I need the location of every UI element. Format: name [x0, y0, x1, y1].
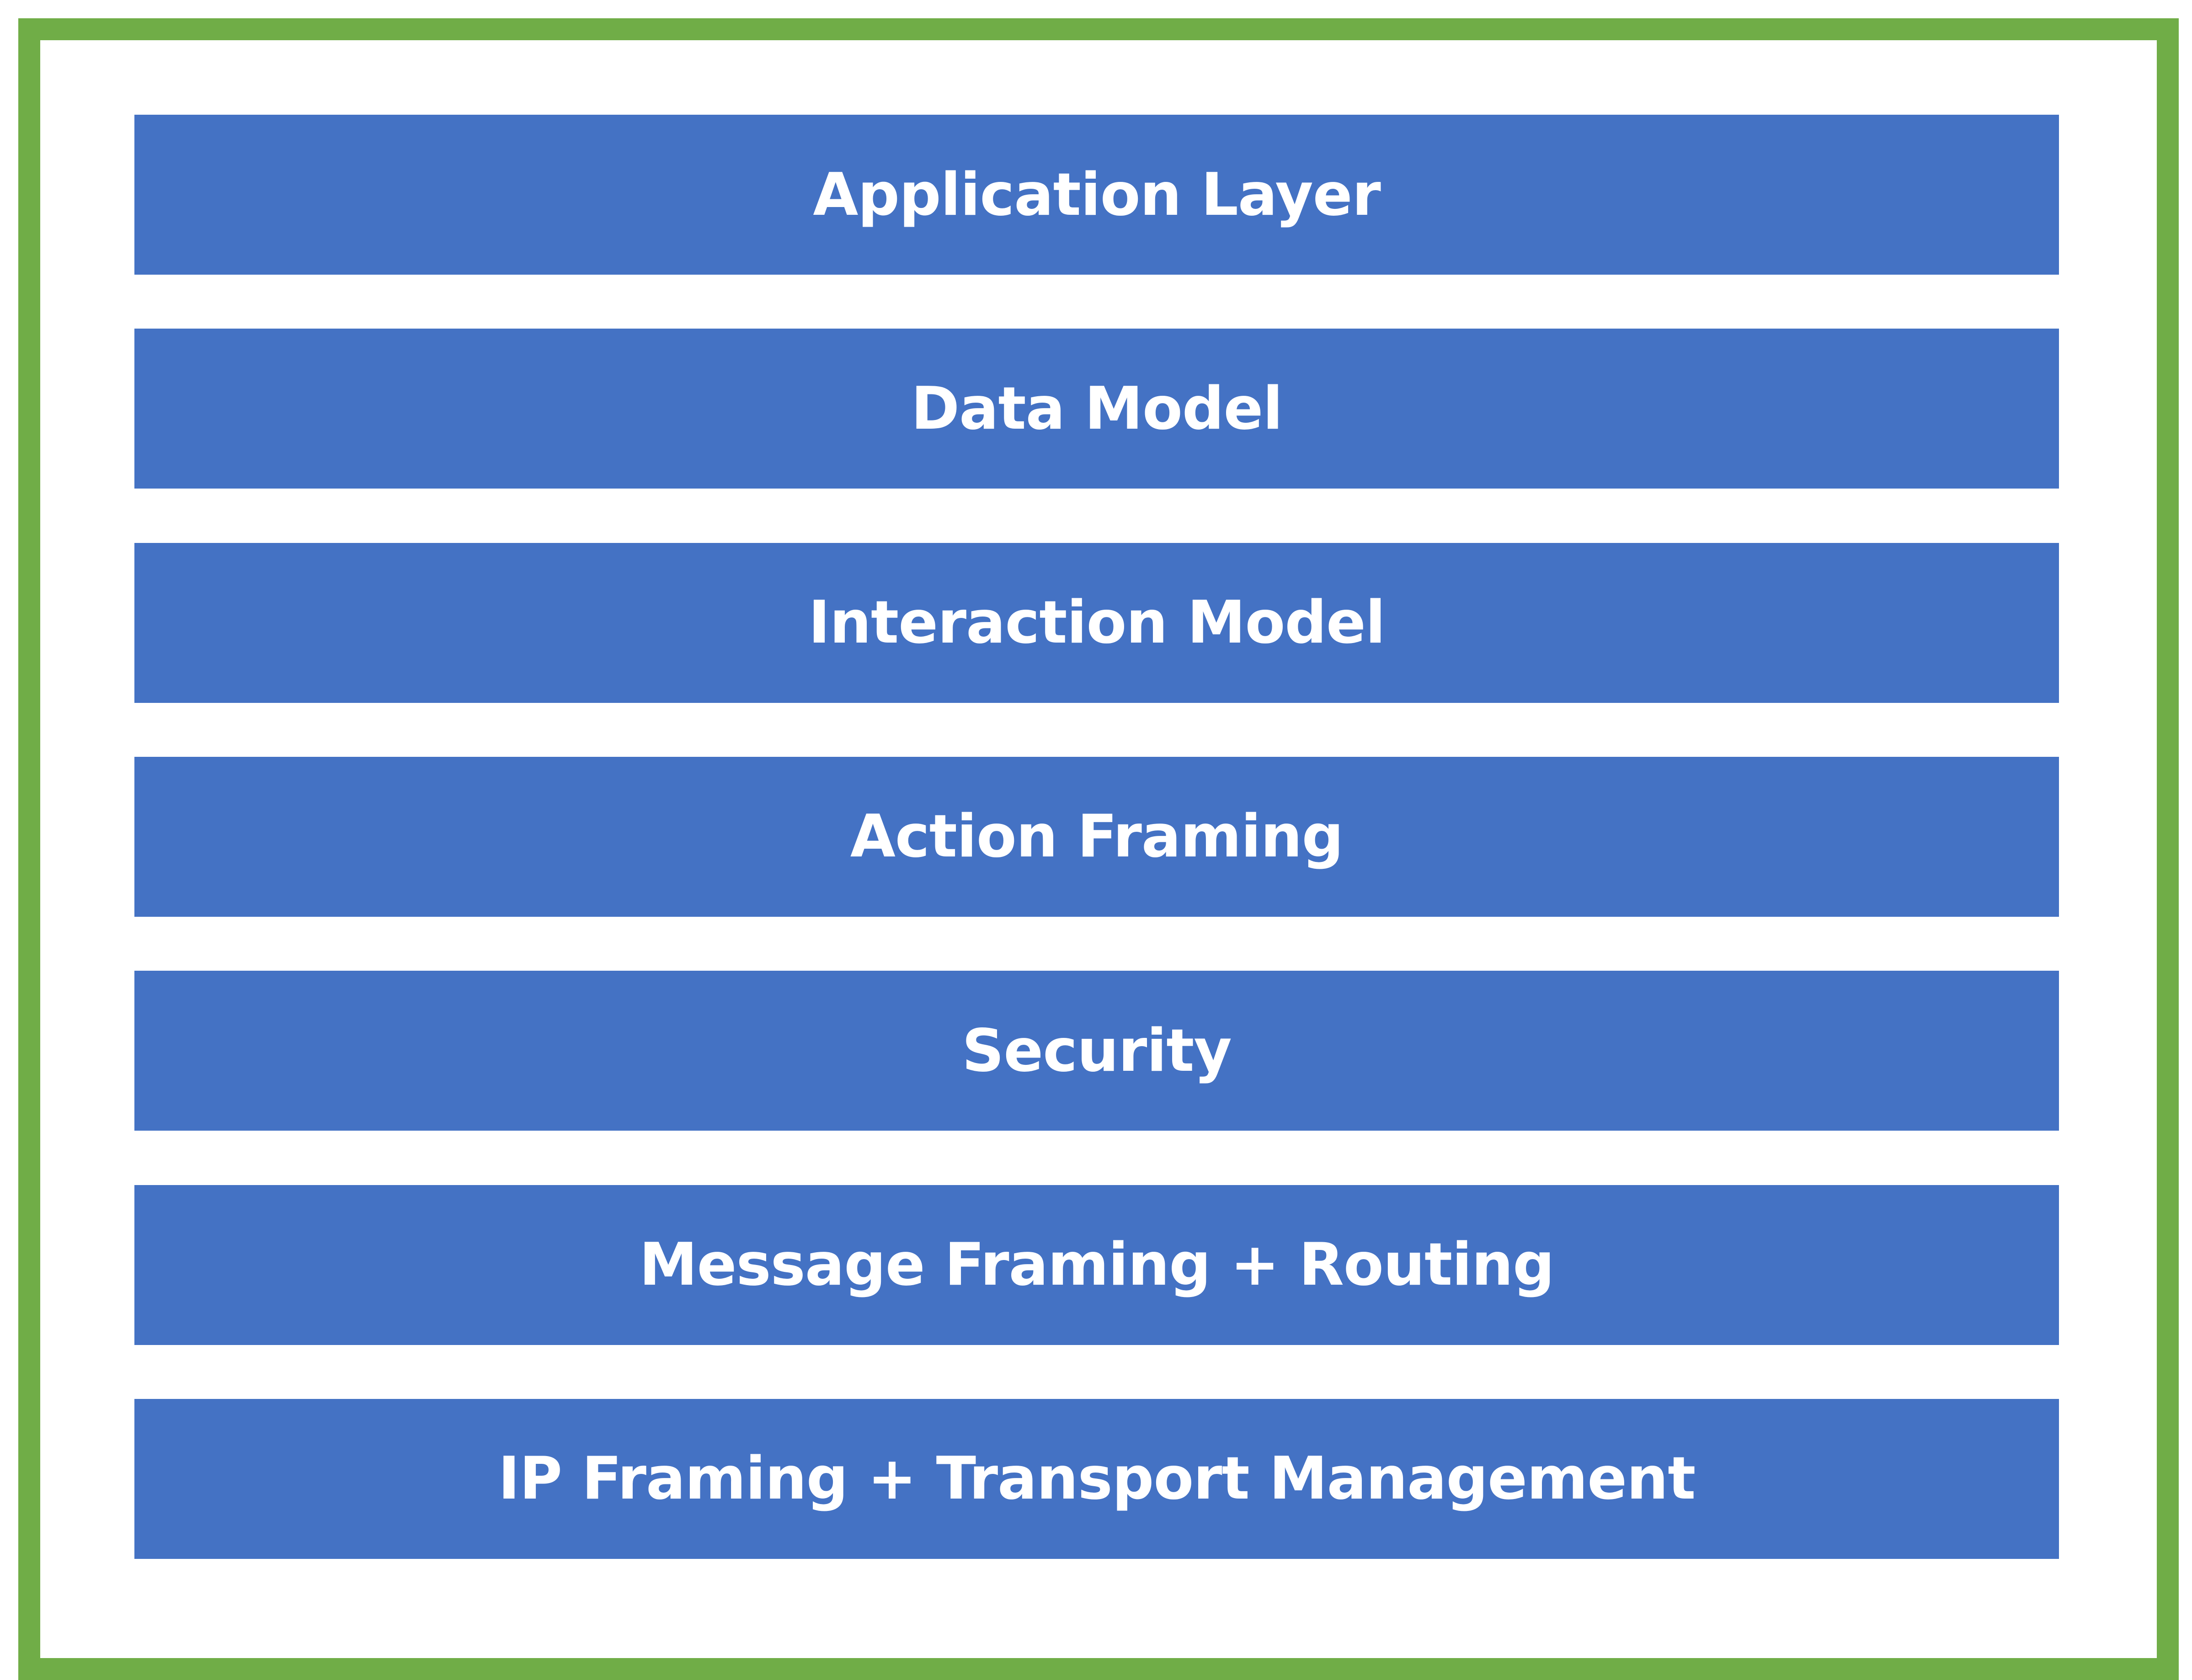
- layer-action-framing-label: Action Framing: [850, 803, 1344, 871]
- layer-interaction-model-label: Interaction Model: [808, 589, 1385, 657]
- layer-message-framing-routing: Message Framing + Routing: [134, 1185, 2059, 1345]
- layer-message-framing-routing-label: Message Framing + Routing: [639, 1231, 1554, 1299]
- layer-application-label: Application Layer: [813, 160, 1381, 229]
- layer-data-model-label: Data Model: [911, 374, 1283, 443]
- layer-ip-framing-transport-label: IP Framing + Transport Management: [498, 1445, 1696, 1513]
- layer-security-label: Security: [962, 1016, 1232, 1085]
- layer-security: Security: [134, 971, 2059, 1131]
- layer-action-framing: Action Framing: [134, 756, 2059, 917]
- layer-stack: Application Layer Data Model Interaction…: [134, 115, 2059, 1559]
- layer-application: Application Layer: [134, 115, 2059, 275]
- layer-ip-framing-transport: IP Framing + Transport Management: [134, 1398, 2059, 1559]
- layer-data-model: Data Model: [134, 329, 2059, 489]
- layer-interaction-model: Interaction Model: [134, 542, 2059, 703]
